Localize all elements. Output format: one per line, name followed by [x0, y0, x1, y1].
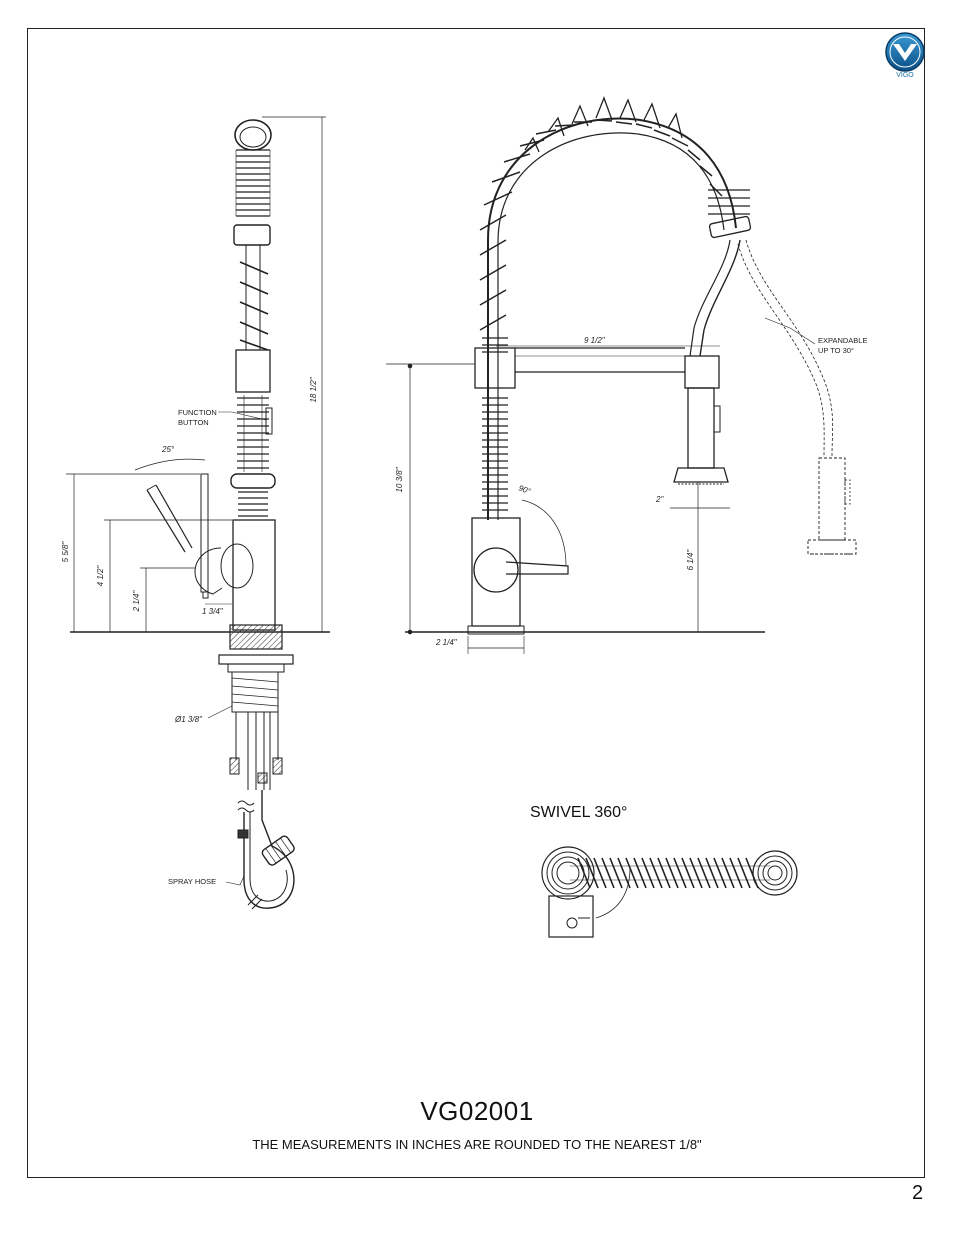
side-upper-coil: [235, 149, 271, 217]
page-number: 2: [912, 1182, 924, 1204]
front-view: [386, 96, 857, 654]
swivel-top-view: [541, 846, 798, 938]
dim-handle-rotation: 90°: [517, 483, 532, 496]
dim-handle-angle: 25°: [161, 445, 175, 454]
label-function-button-1: FUNCTION: [178, 408, 217, 417]
vigo-logo: VIGO: [885, 32, 925, 79]
dim-height-c: 2 1/4": [132, 590, 141, 613]
label-expandable-2: UP TO 30°: [818, 346, 854, 355]
dim-overall-height: 18 1/2": [309, 376, 318, 402]
dim-hole-diameter: Ø1 3/8": [174, 715, 203, 724]
measurement-note: THE MEASUREMENTS IN INCHES ARE ROUNDED T…: [252, 1137, 702, 1152]
dim-base-width: 2 1/4": [435, 638, 458, 647]
drawing-frame: [27, 28, 925, 1178]
dim-spray-clearance: 6 1/4": [686, 549, 695, 571]
swivel-label: SWIVEL 360°: [530, 804, 628, 821]
label-spray-hose: SPRAY HOSE: [168, 877, 216, 886]
dim-height-b: 4 1/2": [96, 565, 105, 587]
side-view: [66, 116, 330, 910]
dim-spray-head-height: 2": [655, 495, 664, 504]
dim-spout-height: 10 3/8": [395, 466, 404, 492]
dim-base-offset: 1 3/4": [202, 607, 224, 616]
label-expandable-1: EXPANDABLE: [818, 336, 867, 345]
logo-text: VIGO: [896, 72, 914, 79]
dim-height-a: 5 5/8": [61, 541, 70, 563]
model-number: VG02001: [420, 1096, 534, 1126]
label-function-button-2: BUTTON: [178, 418, 209, 427]
dim-spout-reach: 9 1/2": [584, 336, 606, 345]
